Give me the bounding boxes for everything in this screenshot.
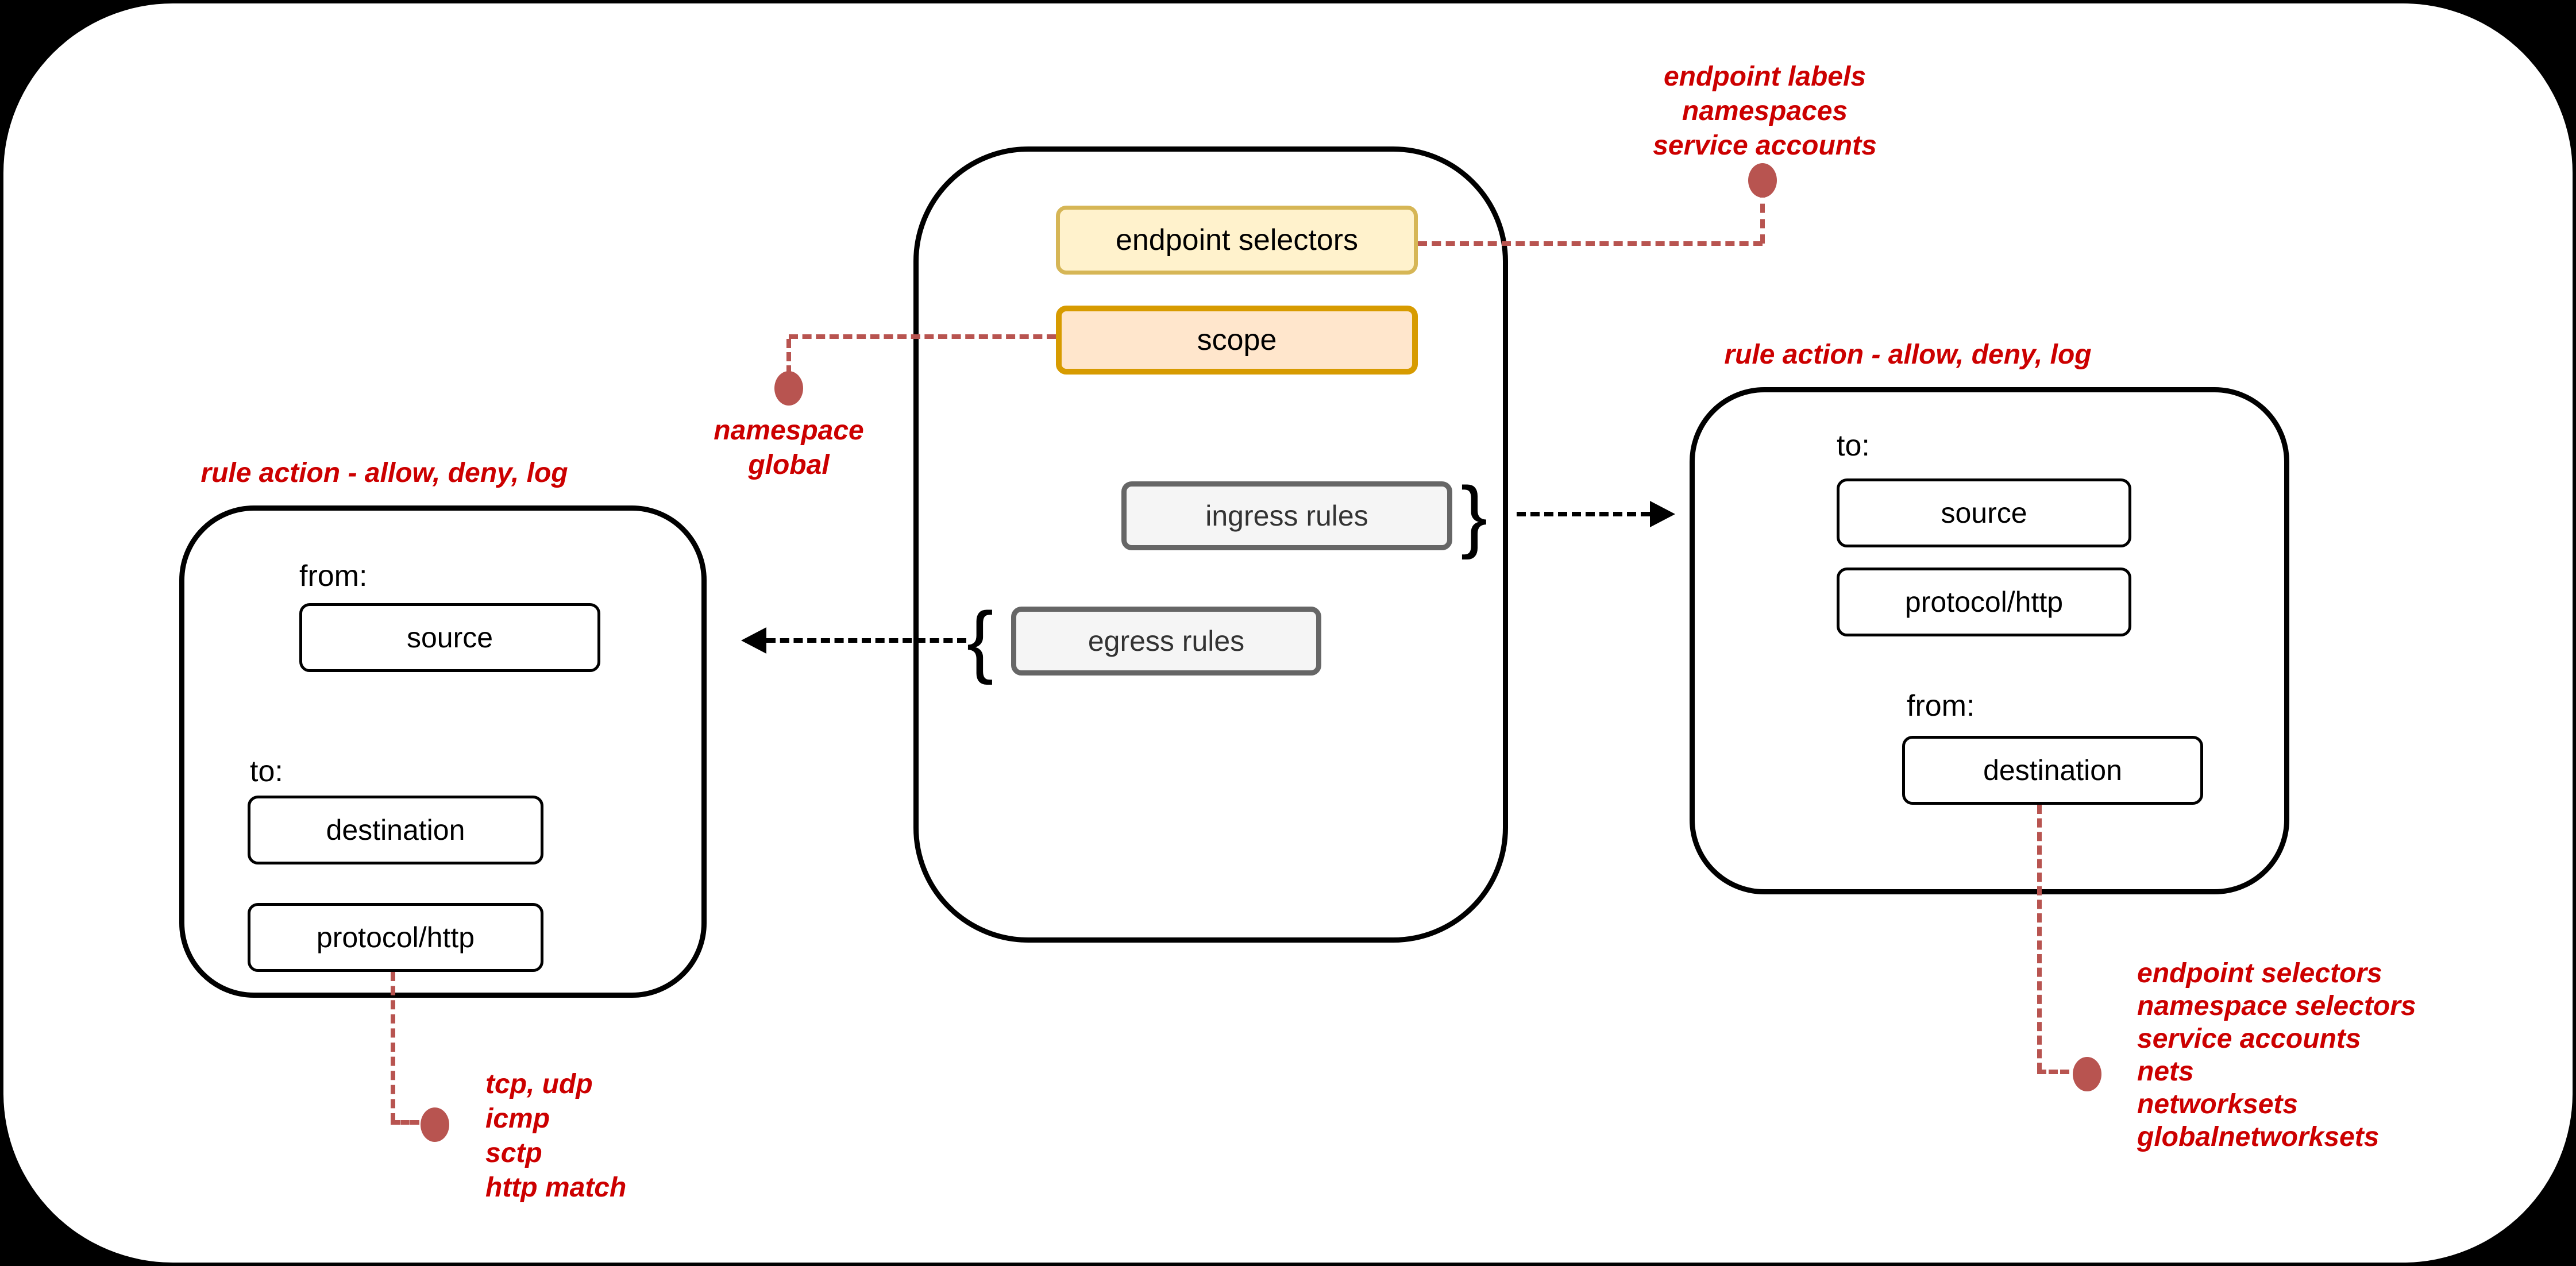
endpoint-selectors-note: endpoint labels namespaces service accou… xyxy=(1551,60,1979,163)
ingress-rules-label: ingress rules xyxy=(1205,500,1368,532)
connector-dot-icon xyxy=(2073,1057,2101,1091)
note-line: global xyxy=(748,450,830,480)
ingress-source-label: source xyxy=(1941,497,2027,529)
note-line: service accounts xyxy=(2137,1024,2361,1054)
note-line: service accounts xyxy=(1653,130,1877,161)
destination-connector xyxy=(2037,805,2042,1072)
note-line: namespace xyxy=(714,415,864,446)
ingress-rule-box xyxy=(1690,387,2289,894)
destination-connector xyxy=(2037,1070,2069,1074)
destination-note: endpoint selectors namespace selectors s… xyxy=(2137,957,2416,1153)
endpoint-selectors-connector xyxy=(1418,241,1763,246)
scope-box: scope xyxy=(1056,306,1418,375)
connector-dot-icon xyxy=(1748,163,1777,198)
note-line: networksets xyxy=(2137,1089,2299,1120)
ingress-rules-box: ingress rules xyxy=(1121,481,1452,550)
note-line: namespace selectors xyxy=(2137,991,2416,1021)
egress-protocol-box: protocol/http xyxy=(248,903,543,972)
egress-rules-box: egress rules xyxy=(1011,607,1321,676)
ingress-brace: } xyxy=(1460,470,1488,560)
connector-dot-icon xyxy=(421,1107,449,1142)
ingress-from-label: from: xyxy=(1907,689,1975,723)
endpoint-selectors-label: endpoint selectors xyxy=(1115,223,1359,257)
ingress-source-box: source xyxy=(1837,478,2131,547)
ingress-destination-label: destination xyxy=(1983,754,2122,786)
egress-from-label: from: xyxy=(299,559,368,593)
note-line: globalnetworksets xyxy=(2137,1122,2380,1152)
ingress-destination-box: destination xyxy=(1902,736,2203,805)
egress-rules-label: egress rules xyxy=(1088,625,1245,657)
scope-note: namespace global xyxy=(632,414,946,483)
egress-arrow-head-icon xyxy=(741,627,766,654)
scope-label: scope xyxy=(1197,323,1277,357)
protocol-connector xyxy=(391,1120,419,1125)
connector-dot-icon xyxy=(774,371,803,406)
egress-rule-title: rule action - allow, deny, log xyxy=(200,458,568,488)
egress-rule-box xyxy=(179,505,707,998)
protocol-connector xyxy=(391,972,395,1122)
ingress-arrow-head-icon xyxy=(1650,501,1675,527)
note-line: sctp xyxy=(485,1138,542,1168)
endpoint-selectors-connector xyxy=(1760,188,1765,244)
protocol-note: tcp, udp icmp sctp http match xyxy=(485,1067,626,1205)
ingress-rule-title: rule action - allow, deny, log xyxy=(1724,339,2092,370)
note-line: endpoint selectors xyxy=(2137,958,2382,989)
note-line: endpoint labels xyxy=(1663,61,1867,92)
note-line: nets xyxy=(2137,1056,2194,1087)
egress-brace: { xyxy=(966,595,994,685)
ingress-to-label: to: xyxy=(1837,429,1870,462)
egress-arrow-line xyxy=(766,638,966,643)
policy-box xyxy=(913,146,1508,943)
egress-destination-box: destination xyxy=(248,796,543,864)
scope-connector xyxy=(789,334,1056,339)
scope-connector xyxy=(786,339,791,375)
note-line: icmp xyxy=(485,1103,550,1134)
ingress-protocol-box: protocol/http xyxy=(1837,568,2131,636)
note-line: http match xyxy=(485,1172,627,1203)
egress-source-label: source xyxy=(406,622,493,654)
egress-destination-label: destination xyxy=(326,814,465,846)
note-line: tcp, udp xyxy=(485,1069,593,1099)
endpoint-selectors-box: endpoint selectors xyxy=(1056,206,1418,275)
ingress-protocol-label: protocol/http xyxy=(1904,586,2064,618)
egress-to-label: to: xyxy=(250,755,283,788)
note-line: namespaces xyxy=(1682,96,1848,126)
ingress-arrow-line xyxy=(1517,512,1650,516)
egress-source-box: source xyxy=(299,603,600,672)
egress-protocol-label: protocol/http xyxy=(316,921,475,954)
